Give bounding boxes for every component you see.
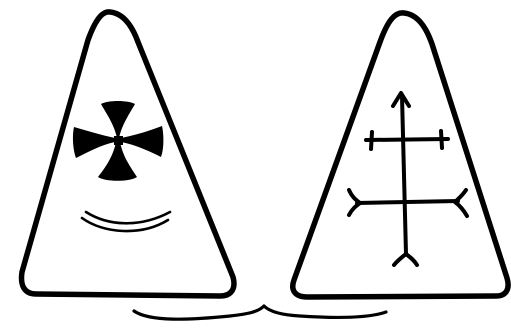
right-triangle-outline xyxy=(293,13,508,297)
left-triangle-outline xyxy=(22,12,234,296)
curly-brace-icon xyxy=(134,306,386,319)
right-panel xyxy=(293,13,508,297)
left-panel xyxy=(22,12,234,296)
